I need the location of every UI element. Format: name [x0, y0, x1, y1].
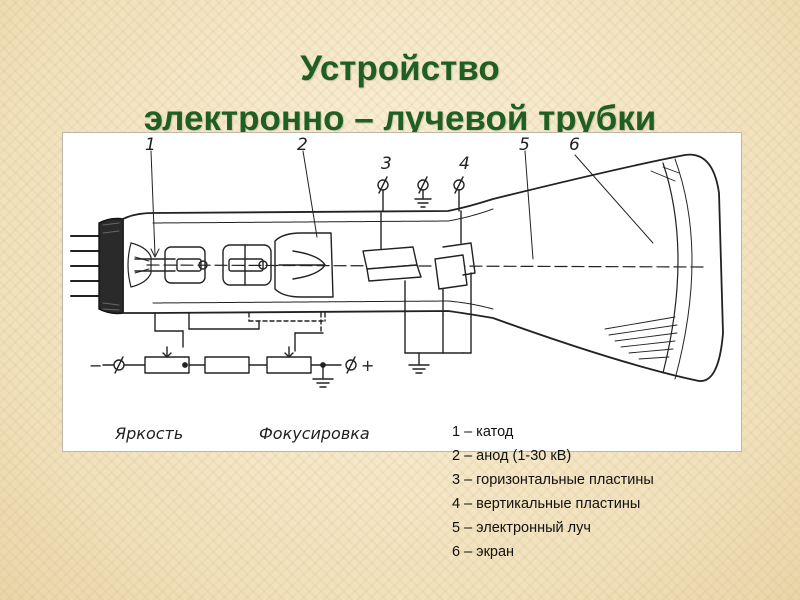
label-part-3: 3 [381, 154, 392, 174]
leader-lines [150, 150, 654, 260]
legend-item-3: 3 – горизонтальные пластины [452, 472, 654, 488]
legend-item-5: 5 – электронный луч [452, 520, 591, 536]
label-part-6: 6 [569, 135, 580, 155]
legend-item-4: 4 – вертикальные пластины [452, 496, 641, 512]
tube-outline [122, 153, 724, 382]
focus-resistor [266, 356, 312, 374]
legend-item-1: 1 – катод [452, 424, 514, 440]
label-part-1: 1 [145, 135, 156, 155]
legend: 1 – катод 2 – анод (1-30 кВ) 3 – горизон… [452, 420, 654, 564]
series-resistor [204, 356, 250, 374]
legend-item-2: 2 – анод (1-30 кВ) [452, 448, 572, 464]
deflection-ground [404, 312, 472, 374]
base-pins [70, 235, 100, 297]
legend-item-6: 6 – экран [452, 544, 515, 560]
sign-plus: + [361, 356, 374, 375]
screen-curve [662, 162, 679, 374]
label-part-4: 4 [459, 154, 470, 174]
top-terminals [377, 176, 465, 212]
label-focus: Фокусировка [259, 424, 370, 443]
label-part-5: 5 [519, 135, 530, 155]
crt-diagram: 1 2 3 4 5 6 − + Яркость Фокусировка [70, 135, 724, 443]
screen-hatching [604, 166, 680, 360]
electron-beam [146, 264, 704, 268]
control-circuit [102, 312, 357, 388]
crt-diagram-panel: 1 2 3 4 5 6 − + Яркость Фокусировка [62, 132, 742, 452]
label-brightness: Яркость [114, 424, 183, 443]
sign-minus: − [89, 356, 102, 375]
vertical-plates [434, 210, 476, 316]
title-line-1: Устройство [300, 49, 500, 88]
horizontal-plates [362, 212, 422, 314]
slide-title: Устройство электронно – лучевой трубки [0, 44, 800, 144]
title-line-2: электронно – лучевой трубки [143, 99, 657, 138]
label-part-2: 2 [297, 135, 308, 155]
